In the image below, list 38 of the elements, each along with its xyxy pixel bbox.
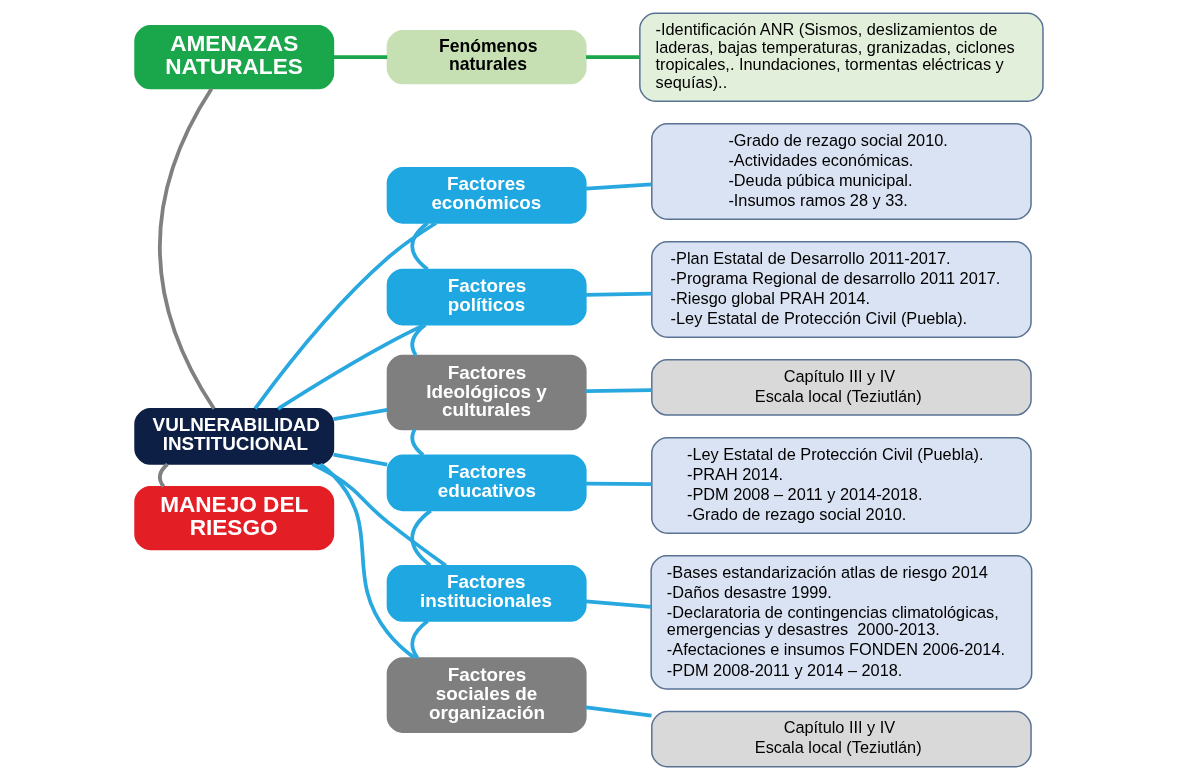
connector: [276, 323, 425, 411]
node-box: -Plan Estatal de Desarrollo 2011-2017. -Programa Regional de desarrollo 2011 2017. -Riesgo global PRAH 2014. -Ley Estatal de Protección Civil (Puebla).: [650, 241, 1032, 338]
connector: [332, 407, 388, 422]
connector: [585, 182, 652, 191]
node-box: -Ley Estatal de Protección Civil (Puebla). -PRAH 2014. -PDM 2008 – 2011 y 2014-2018. -Grado de rezago social 2010.: [650, 436, 1032, 534]
connector: [585, 55, 640, 60]
node-box: Factores sociales de organización: [386, 657, 587, 733]
node-box: MANEJO DEL RIESGO: [133, 485, 334, 551]
connector: [585, 388, 652, 393]
connector: [585, 291, 652, 297]
connector: [311, 462, 447, 568]
node-box: Factores políticos: [386, 268, 587, 326]
connector: [409, 619, 429, 659]
node-box: Capítulo III y IV Escala local (Teziutlán): [650, 710, 1032, 768]
connector: [409, 428, 424, 457]
connector: [409, 221, 429, 271]
node-box: Factores educativos: [386, 454, 587, 512]
connector: [585, 705, 652, 718]
connector: [332, 452, 388, 467]
connector: [318, 462, 415, 660]
node-box: -Grado de rezago social 2010. -Actividades económicas. -Deuda púbica municipal. -Insumos ramos 28 y 33.: [650, 123, 1032, 220]
connector: [409, 323, 426, 357]
connector: [333, 55, 387, 60]
node-box: VULNERABILIDAD INSTITUCIONAL: [133, 408, 334, 465]
connector: [157, 87, 216, 410]
connector: [253, 221, 437, 410]
connector: [157, 462, 169, 488]
node-box: -Identificación ANR (Sismos, deslizamientos de laderas, bajas temperaturas, granizadas, ciclones tropicales,. Inundaciones, tormentas eléctricas y sequías)..: [638, 12, 1044, 102]
node-box: -Bases estandarización atlas de riesgo 2014 -Daños desastre 1999. -Declaratoria de contingencias climatológicas, emergencias y desastres 2000-2013. -Afectaciones e insumos FONDEN 2006-2014. -PDM 2008-2011 y 2014 – 2018.: [649, 555, 1032, 690]
connector: [585, 481, 652, 486]
connector: [410, 509, 432, 567]
node-box: Factores institucionales: [386, 565, 587, 622]
node-box: Capítulo III y IV Escala local (Teziutlán): [650, 359, 1032, 416]
connector: [585, 599, 651, 609]
node-box: Factores Ideológicos y culturales: [386, 354, 587, 431]
node-box: Factores económicos: [386, 166, 587, 224]
node-box: AMENAZAS NATURALES: [133, 25, 334, 90]
node-box: Fenómenos naturales: [386, 30, 587, 85]
